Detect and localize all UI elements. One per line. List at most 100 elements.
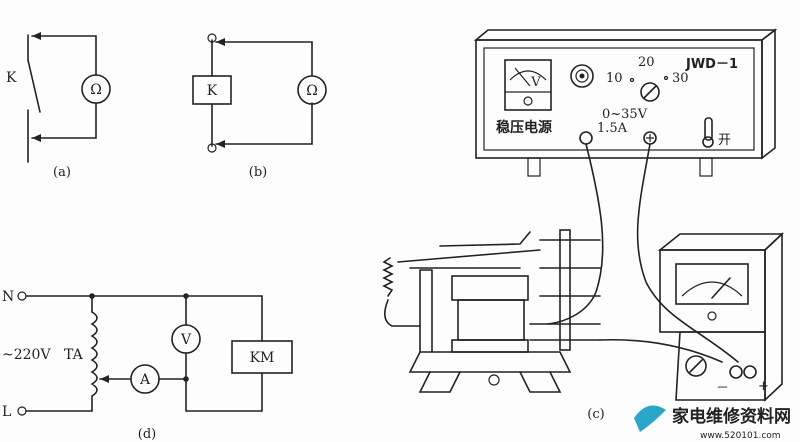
panel-meter-needle — [514, 67, 531, 87]
watermark-url: www.520101.com — [700, 431, 781, 441]
probe-wire-bottom — [31, 102, 97, 139]
transformer-label: TA — [64, 347, 84, 363]
relay-coil-winding — [457, 299, 525, 341]
output-terminal-negative[interactable] — [579, 131, 593, 145]
relay-foot-right — [519, 371, 562, 393]
panel-meter-zero-screw — [523, 96, 533, 106]
relay-label-k: K — [207, 83, 218, 99]
multimeter-jack-positive[interactable] — [743, 365, 757, 379]
voltmeter-symbol: V — [180, 332, 192, 348]
caption-b: (b) — [249, 165, 267, 180]
node-voltmeter-bottom — [183, 376, 189, 382]
panel-meter-scale — [509, 70, 547, 81]
multimeter-dial-window — [675, 263, 749, 305]
multimeter-scale-arc — [681, 281, 743, 297]
tap-arrow — [100, 375, 109, 383]
terminal-l — [17, 406, 27, 416]
rail-bottom-right — [185, 372, 263, 412]
lead-supply-positive — [636, 143, 739, 363]
dial-mark-10: 10 — [606, 71, 623, 86]
multimeter-top-face — [657, 233, 785, 251]
dial-mark-30: 30 — [672, 71, 689, 86]
supply-name: 稳压电源 — [496, 119, 552, 136]
multimeter-range-knob[interactable] — [685, 355, 707, 377]
arrow-head-bottom — [32, 134, 41, 142]
multimeter-plus-label: + — [758, 379, 769, 394]
probe-wire-top — [31, 35, 97, 76]
circuit-d: N L ~220V TA A V KM (d) — [2, 289, 293, 442]
multimeter-zero-screw — [707, 311, 717, 321]
arrow-head-top — [32, 32, 41, 40]
circuit-b: K Ω (b) — [192, 33, 327, 180]
relay-coil-top-flange — [451, 275, 529, 301]
power-switch-lever[interactable] — [704, 117, 713, 141]
ohmmeter-b — [297, 75, 327, 105]
ohmmeter-b-symbol: Ω — [306, 83, 318, 99]
contact-stack-insulator — [559, 229, 571, 351]
arrow-head-b-top — [216, 38, 225, 46]
supply-foot-right — [699, 157, 713, 177]
return-spring — [382, 257, 394, 297]
indicator-lamp-dot — [579, 73, 585, 79]
indicator-lamp-inner — [575, 69, 589, 83]
multimeter-lower-body — [675, 331, 766, 401]
multimeter-knob-pointer — [689, 359, 703, 373]
switch-blade — [27, 59, 41, 113]
multimeter: － + — [657, 232, 785, 402]
caption-c: (c) — [587, 407, 604, 422]
lead-supply-negative — [547, 143, 604, 325]
supply-foot-left — [527, 157, 541, 177]
supply-current: 1.5A — [597, 121, 628, 136]
dial-mark-20: 20 — [638, 55, 655, 70]
supply-voltage-label: ~220V — [2, 347, 51, 363]
panel-meter-symbol: V — [530, 75, 541, 90]
multimeter-needle — [711, 277, 731, 299]
relay-assembly: (c) — [382, 229, 605, 422]
circuit-a: K Ω (a) — [6, 32, 111, 180]
power-switch-label: 开 — [718, 133, 731, 148]
relay-yoke — [419, 269, 433, 353]
voltage-dial-knob[interactable] — [640, 82, 660, 102]
multimeter-minus-label: － — [716, 381, 729, 396]
relay-coil-box — [192, 75, 232, 105]
multimeter-jack-negative[interactable] — [729, 365, 743, 379]
terminal-n — [17, 291, 27, 301]
arrow-head-b-bottom — [216, 140, 225, 148]
terminal-n-label: N — [2, 289, 14, 305]
watermark-brand: 家电维修资料网 — [672, 406, 791, 427]
dial-dot-1 — [629, 77, 635, 83]
relay-mount-hole — [488, 374, 500, 386]
ohmmeter-a-symbol: Ω — [90, 82, 102, 98]
supply-top-face — [473, 29, 778, 41]
relay-base-plate — [408, 351, 572, 373]
ohmmeter-a — [81, 74, 111, 104]
terminal-b-bottom — [207, 143, 217, 153]
relay-foot-left — [418, 371, 461, 393]
terminal-b-top — [207, 33, 217, 43]
node-coil-top — [89, 293, 95, 299]
lead-relay-to-meter — [599, 338, 723, 363]
relay-km-label: KM — [250, 350, 275, 366]
supply-panel-border — [483, 47, 755, 151]
power-switch-base — [702, 136, 714, 148]
multimeter-side-face — [764, 232, 783, 402]
watermark: 家电维修资料网 www.520101.com — [634, 405, 791, 441]
supply-side-face — [761, 28, 776, 160]
terminal-l-label: L — [2, 404, 11, 420]
relay-armature — [397, 249, 541, 263]
relay-km-box — [231, 340, 293, 374]
panel-meter-frame — [504, 59, 552, 111]
switch-label-k: K — [6, 70, 17, 86]
supply-front-panel — [475, 39, 763, 159]
ammeter-symbol: A — [139, 372, 151, 388]
supply-range: 0~35V — [602, 107, 648, 122]
power-supply-unit: V 10 20 30 JWD－1 稳压电源 0~35V 1.5A 开 — [473, 28, 778, 177]
caption-d: (d) — [138, 427, 156, 442]
probe-wire-b-top — [215, 41, 313, 76]
voltage-dial-pointer — [643, 85, 657, 99]
node-voltmeter-top — [183, 293, 189, 299]
dial-dot-2 — [663, 75, 669, 81]
contact-spring-2 — [439, 231, 531, 247]
